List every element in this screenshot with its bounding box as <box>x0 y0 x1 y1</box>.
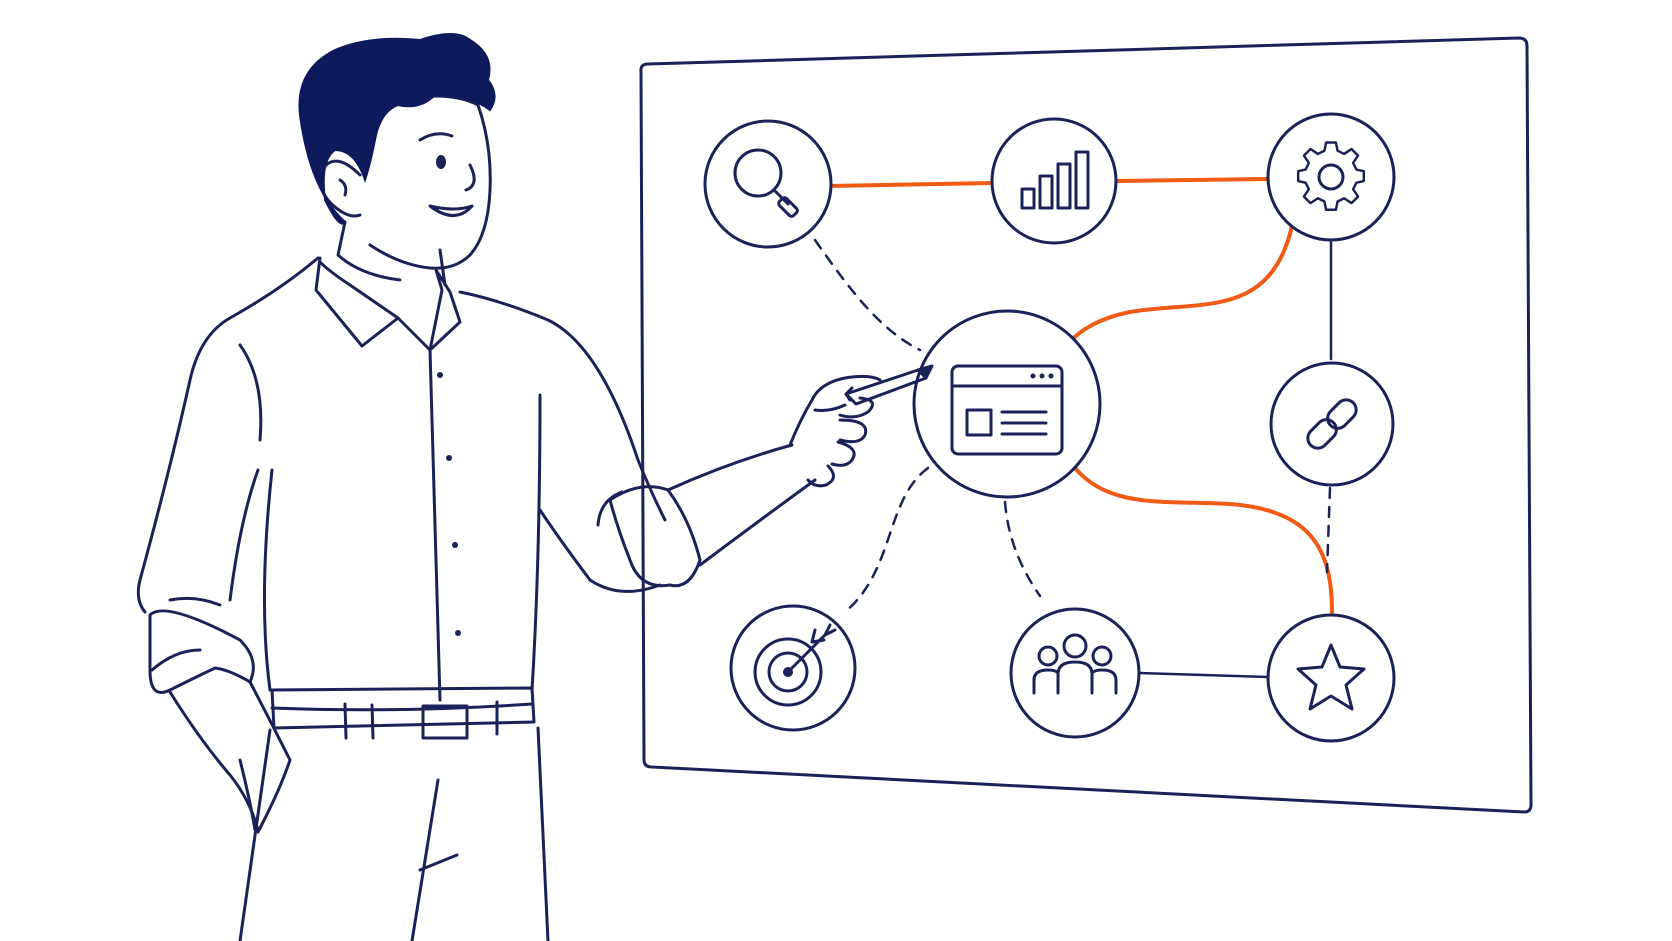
node-link <box>1269 361 1395 487</box>
node-analytics <box>990 117 1118 245</box>
node-search <box>703 119 833 249</box>
pen-icon <box>844 364 934 406</box>
connection-link-rating <box>1325 486 1332 574</box>
hair <box>298 33 496 225</box>
strategy-board <box>639 36 1533 814</box>
target-arrow-icon <box>753 623 837 707</box>
connections <box>813 177 1334 679</box>
connection-settings-website <box>1068 224 1294 344</box>
connection-analytics-settings <box>1113 177 1270 183</box>
magnifier-icon <box>733 148 799 218</box>
trousers <box>238 726 550 941</box>
head <box>298 33 496 270</box>
people-group-icon <box>1032 633 1118 695</box>
gear-icon <box>1296 141 1366 211</box>
presenter-illustration <box>136 33 934 941</box>
bar-chart-icon <box>1020 150 1090 210</box>
connection-search-website <box>813 238 922 352</box>
board-frame <box>639 36 1533 814</box>
neck <box>336 220 447 287</box>
node-settings <box>1266 112 1396 242</box>
browser-window-icon <box>950 364 1064 456</box>
node-team <box>1009 607 1141 739</box>
chain-link-icon <box>1306 398 1358 450</box>
belt <box>270 686 536 740</box>
hand <box>788 374 882 488</box>
connection-search-analytics <box>826 181 994 188</box>
connection-team-rating <box>1138 671 1270 679</box>
node-target <box>729 604 857 732</box>
star-icon <box>1296 643 1366 711</box>
connection-website-team <box>1003 500 1042 598</box>
shirt <box>136 256 817 834</box>
node-website <box>912 309 1102 499</box>
connection-website-rating <box>1073 466 1334 614</box>
connection-website-target <box>843 466 930 614</box>
node-rating <box>1266 613 1396 743</box>
